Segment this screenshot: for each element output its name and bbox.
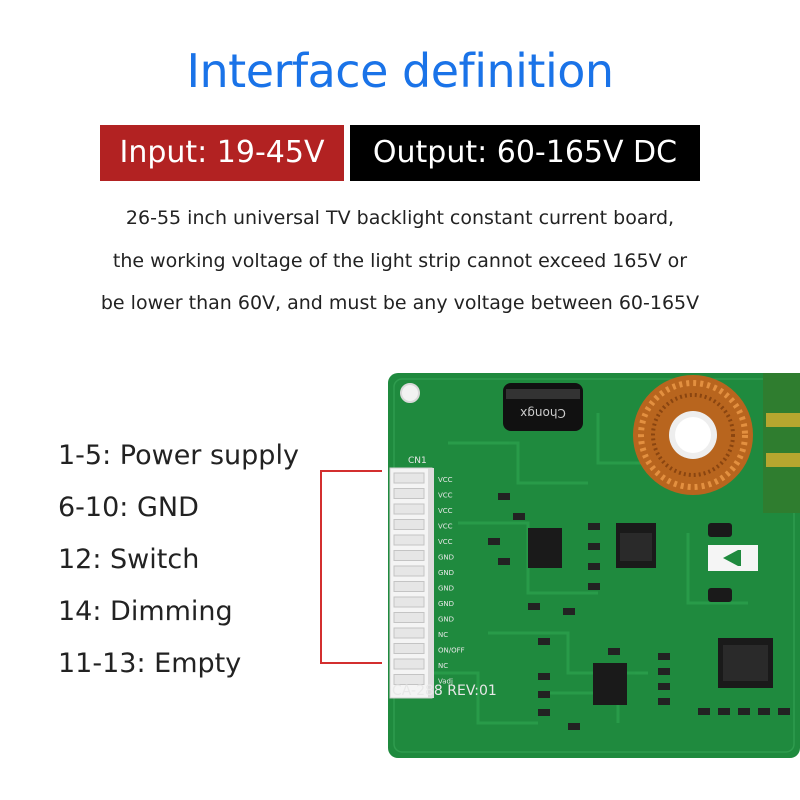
pin-item-dimming: 14: Dimming — [58, 596, 233, 627]
connector-bracket-line — [320, 470, 382, 664]
smd-resistor — [498, 493, 510, 500]
connector-cn1: CN1 — [389, 456, 434, 699]
pin-label: Vadj — [438, 678, 453, 686]
connector-pin — [393, 488, 425, 499]
smd-resistor — [588, 543, 600, 550]
capacitor-large — [763, 373, 800, 513]
pin-label: GND — [438, 554, 454, 562]
transistor-q3 — [616, 523, 656, 568]
pin-label: NC — [438, 631, 448, 639]
smd-resistor — [658, 683, 670, 690]
smd-resistor — [658, 698, 670, 705]
svg-text:CN1: CN1 — [408, 456, 427, 466]
pin-label: GND — [438, 600, 454, 608]
smd-resistor — [568, 723, 580, 730]
smd-resistor — [588, 563, 600, 570]
smd-resistor — [588, 583, 600, 590]
smd-resistor — [778, 708, 790, 715]
diode-d2 — [708, 523, 732, 537]
pin-label: VCC — [438, 492, 453, 500]
connector-pin — [393, 596, 425, 608]
description-line-3: be lower than 60V, and must be any volta… — [100, 292, 700, 314]
pin-label: GND — [438, 585, 454, 593]
smd-resistor — [538, 673, 550, 680]
pin-item-power-supply: 1-5: Power supply — [58, 440, 299, 471]
connector-pin-labels: VCC VCC VCC VCC VCC GND GND GND GND GND NC ON/OFF NC… — [438, 476, 465, 686]
capacitor-small: Chongx — [503, 383, 583, 431]
smd-components — [488, 493, 790, 730]
connector-pin — [393, 503, 425, 515]
transistor-q4 — [718, 638, 773, 688]
connector-pin — [393, 643, 425, 654]
smd-resistor — [563, 608, 575, 615]
connector-pins — [393, 472, 425, 685]
connector-pin — [393, 519, 425, 530]
smd-resistor — [538, 638, 550, 645]
board-revision-label: CA-288 REV:01 — [392, 683, 497, 699]
pin-item-gnd: 6-10: GND — [58, 492, 199, 523]
connector-pin — [393, 472, 425, 484]
smd-resistor — [698, 708, 710, 715]
smd-resistor — [758, 708, 770, 715]
connector-pin — [393, 674, 425, 685]
description-line-1: 26-55 inch universal TV backlight consta… — [125, 207, 675, 229]
ic-u1 — [528, 528, 562, 568]
diode-d1 — [708, 588, 732, 602]
smd-resistor — [718, 708, 730, 715]
smd-resistor — [498, 558, 510, 565]
description-line-2: the working voltage of the light strip c… — [112, 250, 688, 272]
pin-label: VCC — [438, 523, 453, 531]
pin-label: VCC — [438, 476, 453, 484]
smd-resistor — [588, 523, 600, 530]
smd-resistor — [528, 603, 540, 610]
connector-pin — [393, 565, 425, 577]
svg-text:Chongx: Chongx — [520, 406, 566, 420]
output-voltage-badge: Output: 60-165V DC — [350, 125, 700, 181]
smd-resistor — [738, 708, 750, 715]
pcb-board-photo: Chongx CN1 VCC VCC VCC VCC VCC GND GND GND GND GN… — [388, 373, 800, 758]
connector-pin — [393, 612, 425, 623]
pin-label: NC — [438, 662, 448, 670]
pin-label: GND — [438, 616, 454, 624]
connector-pin — [393, 627, 425, 639]
ic-u2 — [593, 663, 627, 705]
pin-item-empty: 11-13: Empty — [58, 648, 242, 679]
input-voltage-badge: Input: 19-45V — [100, 125, 344, 181]
diode-d7 — [708, 545, 758, 571]
connector-pin — [393, 534, 425, 546]
pin-item-switch: 12: Switch — [58, 544, 200, 575]
smd-resistor — [488, 538, 500, 545]
pin-label: VCC — [438, 538, 453, 546]
smd-resistor — [538, 691, 550, 698]
connector-pin — [393, 550, 425, 561]
smd-resistor — [538, 709, 550, 716]
mounting-hole — [400, 383, 420, 403]
smd-resistor — [513, 513, 525, 520]
connector-pin — [393, 581, 425, 592]
smd-resistor — [658, 668, 670, 675]
pin-label: GND — [438, 569, 454, 577]
connector-pin — [393, 658, 425, 670]
smd-resistor — [658, 653, 670, 660]
page-title: Interface definition — [186, 44, 614, 98]
smd-resistor — [608, 648, 620, 655]
pin-label: VCC — [438, 507, 453, 515]
pin-label: ON/OFF — [438, 647, 465, 655]
toroid-inductor — [633, 375, 753, 495]
